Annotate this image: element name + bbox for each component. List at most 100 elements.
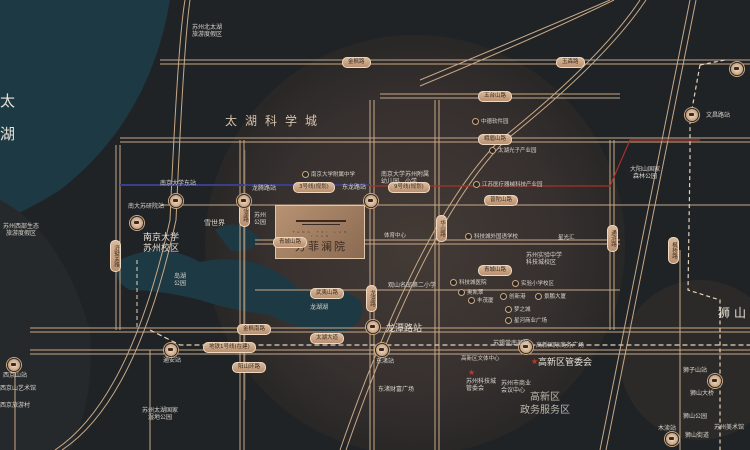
poi-dream: 梦之城 — [505, 305, 531, 313]
taihu-label-2: 湖 — [0, 125, 22, 143]
station-longtan[interactable] — [366, 320, 380, 334]
road-wutai: 五台山路 — [478, 91, 513, 102]
poi-school-park: 苏州 公园 — [254, 212, 267, 227]
roof-icon — [296, 220, 346, 222]
station-shizishan-label: 狮子山站 — [683, 367, 708, 374]
road-puti: 普陀山路 — [484, 195, 519, 206]
poi-xijing-village: 西京旅游村 — [0, 402, 31, 409]
metro-line-red — [370, 139, 700, 187]
road-tong-v: 通浒路 — [607, 225, 618, 252]
poi-yiren: 观山名邸第二小学 — [388, 282, 437, 289]
station-wenchang[interactable] — [685, 108, 699, 122]
poi-sd-middle: 南京大学附属中学 — [302, 170, 355, 178]
station-nju-east[interactable] — [169, 194, 183, 208]
project-marker[interactable]: FANG FEI LAN YUAN 芳菲澜院 — [275, 205, 365, 259]
poi-north-taihu: 苏州北太湖 旅游度假区 — [192, 24, 223, 39]
metro-line-dashed-ne — [687, 59, 726, 450]
station-sunwu[interactable] — [519, 340, 533, 354]
station-nju-east-label: 南京大学东站 — [160, 180, 197, 187]
road-qingcheng-2: 青城山路 — [478, 265, 513, 276]
station-longteng-label: 龙腾路站 — [252, 185, 277, 192]
poi-lake-lab: 龙湖湖 — [310, 304, 329, 311]
poi-shisong: 实验小学校区 — [512, 279, 554, 287]
road-wuyi: 武夷山路 — [310, 288, 345, 299]
poi-international-square: 高新国际商务广场 — [536, 342, 585, 349]
station-donglong[interactable] — [364, 194, 378, 208]
poi-dayangshan: 大阳山国家 森林公园 — [630, 166, 661, 181]
poi-commercial: 星河商业广场 — [505, 316, 547, 324]
road-jinfeng: 金枫路 — [342, 57, 371, 68]
road-huashan-v: 华山路 — [436, 215, 447, 242]
taihu-lake — [0, 0, 170, 220]
station-donglong-label: 东龙路站 — [342, 184, 367, 191]
poi-wetland: 苏州太湖国家 湿地公园 — [142, 407, 179, 422]
road-longtan-v2: 龙潭路 — [366, 285, 377, 312]
poi-dongzhu-plaza: 东渚财富广场 — [378, 386, 415, 393]
road-yusen: 玉森路 — [556, 57, 585, 68]
road-left-v: 浒墅关路 — [110, 240, 121, 272]
poi-medical: 江苏医疗器械科技产业园 — [473, 180, 543, 188]
road-jinke: 金枫南路 — [237, 324, 272, 335]
station-dongzhu[interactable] — [375, 343, 389, 357]
station-dongzhu-label: 东渚站 — [376, 358, 395, 365]
station-tongan-label: 通安站 — [163, 357, 182, 364]
metro-line9-label: 9号线(规划) — [388, 182, 430, 193]
shishan-halo — [620, 280, 750, 440]
shishan-label: 狮山 — [718, 306, 750, 320]
poi-nju-kindergarten: 南京大学苏州附属 幼儿园、小学 — [381, 171, 430, 186]
metro-line3-label: 3号线(规划) — [293, 182, 335, 193]
station-ne[interactable] — [730, 62, 744, 76]
poi-photonics: 太湖光子产业园 — [489, 146, 537, 154]
station-nanda[interactable] — [130, 216, 144, 230]
station-shizishan[interactable] — [708, 374, 722, 388]
poi-jiangnan-world: 雪世界 — [204, 219, 225, 227]
poi-business-center: 苏州市商业 会议中心 — [501, 380, 532, 395]
star-icon: ★ — [468, 368, 476, 377]
station-longteng[interactable] — [237, 194, 251, 208]
poi-xijing-art: 西京山艺术馆 — [0, 385, 37, 392]
science-city-label: 太湖科学城 — [225, 114, 326, 128]
poi-innovation: 创新港 — [500, 292, 526, 300]
metro-line1-label: 地铁1号线(在建) — [203, 342, 256, 353]
taihu-label-1: 太 — [0, 92, 22, 110]
poi-sport-center: 体育中心 — [384, 233, 407, 239]
poi-nju: 南京大学 苏州校区 — [143, 233, 180, 254]
radius-halo — [205, 35, 625, 450]
gov-district-label: 高新区 政务服务区 — [520, 392, 570, 416]
road-taihu-ave: 太湖大道 — [310, 333, 345, 344]
poi-shishan-park: 狮山公园 — [683, 413, 708, 420]
station-longtan-label: 龙潭路站 — [386, 324, 423, 334]
poi-tech-school: 科技城外国语学校 — [465, 232, 518, 240]
station-xijing-label: 西京山站 — [3, 372, 28, 379]
poi-art-museum: 苏州美术馆 — [714, 424, 745, 431]
poi-culture: 高新区文体中心 — [461, 356, 500, 362]
project-english-name: FANG FEI LAN YUAN — [292, 230, 350, 238]
station-mudu[interactable] — [665, 432, 679, 446]
poi-science-hall: 星光汇 — [558, 235, 575, 241]
station-wenchang-label: 文昌路站 — [706, 112, 731, 119]
station-sunwu-label: 苏锡常南部站 — [493, 340, 530, 347]
poi-zhongyuan: 中德软件园 — [472, 117, 509, 125]
poi-sci-park: 科技城医院 — [450, 278, 487, 286]
road-emeishan: 峨眉山路 — [478, 134, 513, 145]
poi-island-park: 岛湖 公园 — [174, 273, 187, 288]
poi-shishan-street: 狮山街道 — [685, 432, 710, 439]
poi-tech-committee: 苏州科技城 管委会 — [466, 378, 497, 393]
road-zhujiang: 阳山环路 — [232, 362, 267, 373]
poi-shiyan: 苏州实验中学 科技城校区 — [526, 252, 563, 267]
station-nanda-label: 南大苏研院站 — [128, 203, 165, 210]
poi-gov-committee: 高新区管委会 — [538, 358, 593, 368]
roof-line — [302, 224, 340, 225]
project-name: 芳菲澜院 — [295, 240, 347, 253]
road-feng-v: 枫桥路 — [668, 237, 679, 264]
road-qingcheng: 青城山路 — [273, 237, 308, 248]
poi-fengjing: 丰茂厦 — [468, 296, 494, 304]
station-mudu-label: 木渎站 — [658, 425, 677, 432]
station-xijing[interactable] — [7, 358, 21, 372]
star-icon: ★ — [531, 357, 539, 366]
station-tongan[interactable] — [164, 343, 178, 357]
metro-line-dashed — [149, 329, 750, 346]
poi-shenyun: 景鹏大厦 — [535, 292, 566, 300]
poi-jingting: 奥凯翠 — [458, 288, 484, 296]
